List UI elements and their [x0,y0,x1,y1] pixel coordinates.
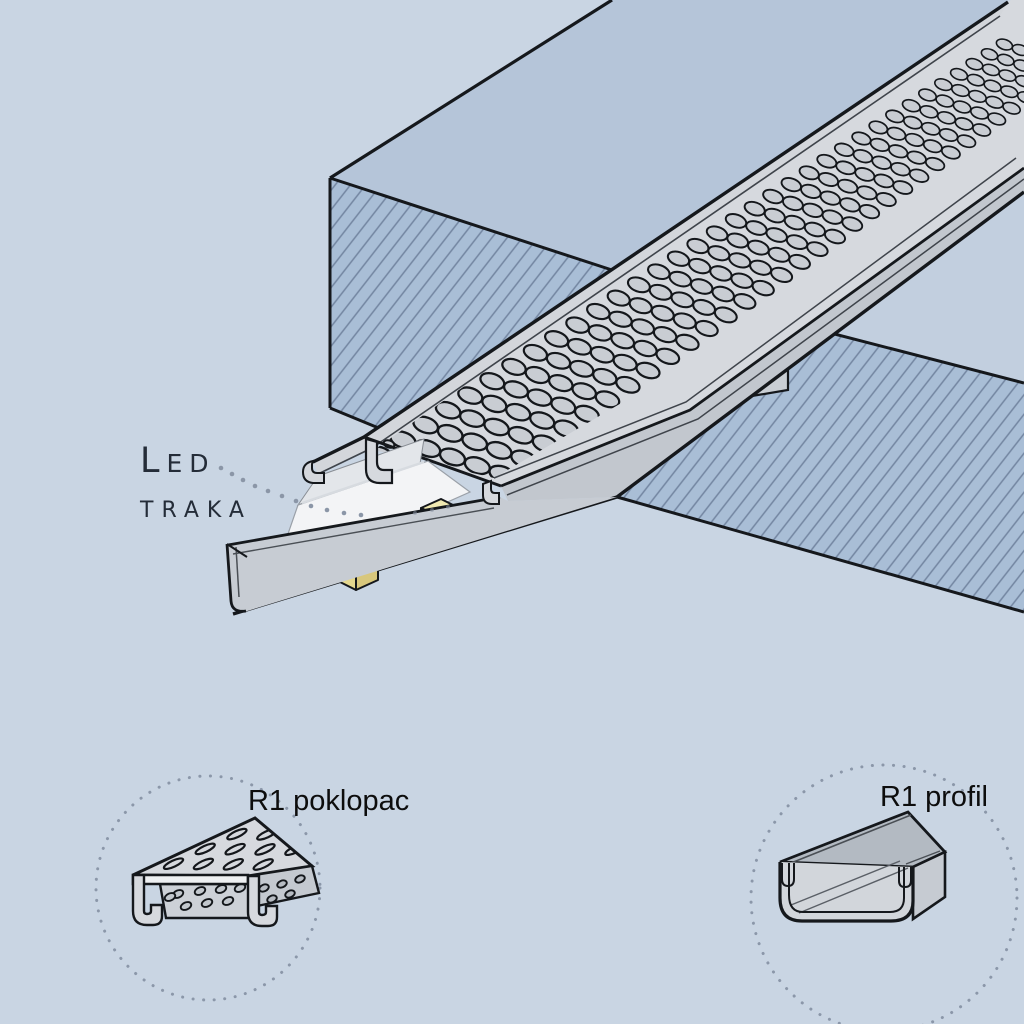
cover-detail-right-hook [246,874,279,928]
profile-detail-inner-wall [788,863,905,913]
led-traka-label: Led traka [139,441,450,525]
detail-profile-circle [749,763,1019,1024]
mounting-panel [328,0,1024,614]
back-wall-end-hook [301,459,325,484]
leader-dots [218,465,450,518]
detail-cover: R1 poklopac [94,774,409,1002]
panel-top-face-right [834,192,1024,383]
cover-side-face [501,168,1024,501]
profile-detail-inner-line-left [785,814,912,866]
panel-top-face [330,0,1008,270]
cover-detail-right-holes [258,874,306,904]
led-label-line1: Led [140,441,216,481]
panel-section-face-left [330,178,612,429]
pcb-shadow-line [301,460,425,505]
profile-detail-cavity-line-1 [790,860,901,906]
cover-detail-slab [131,873,250,886]
detail-cover-circle [94,774,322,1002]
cover-detail-front-holes [163,884,247,911]
detail-profile-label: R1 profil [880,781,988,813]
led-profile-strip [232,0,1024,616]
led-label-line2: traka [139,489,252,525]
profile-detail-cavity-line-2 [798,867,909,914]
cover-back-hook [364,437,394,485]
open-profile-section [225,437,617,613]
cover-front-hook [482,479,500,505]
detail-profile: R1 profil [749,763,1019,1024]
profile-detail-right-lip [898,867,912,889]
detail-cover-label: R1 poklopac [248,785,409,817]
profile-detail-front-face [780,862,913,921]
profile-detail-outer-wall [778,862,915,923]
cover-detail-left-hook [131,873,164,927]
panel-section-face-right [617,322,1024,612]
profile-front-wall [228,497,617,613]
profile-wall-outlines [225,495,501,613]
profile-detail-inner-line-right [905,850,941,865]
profile-detail-left-lip [781,863,795,888]
